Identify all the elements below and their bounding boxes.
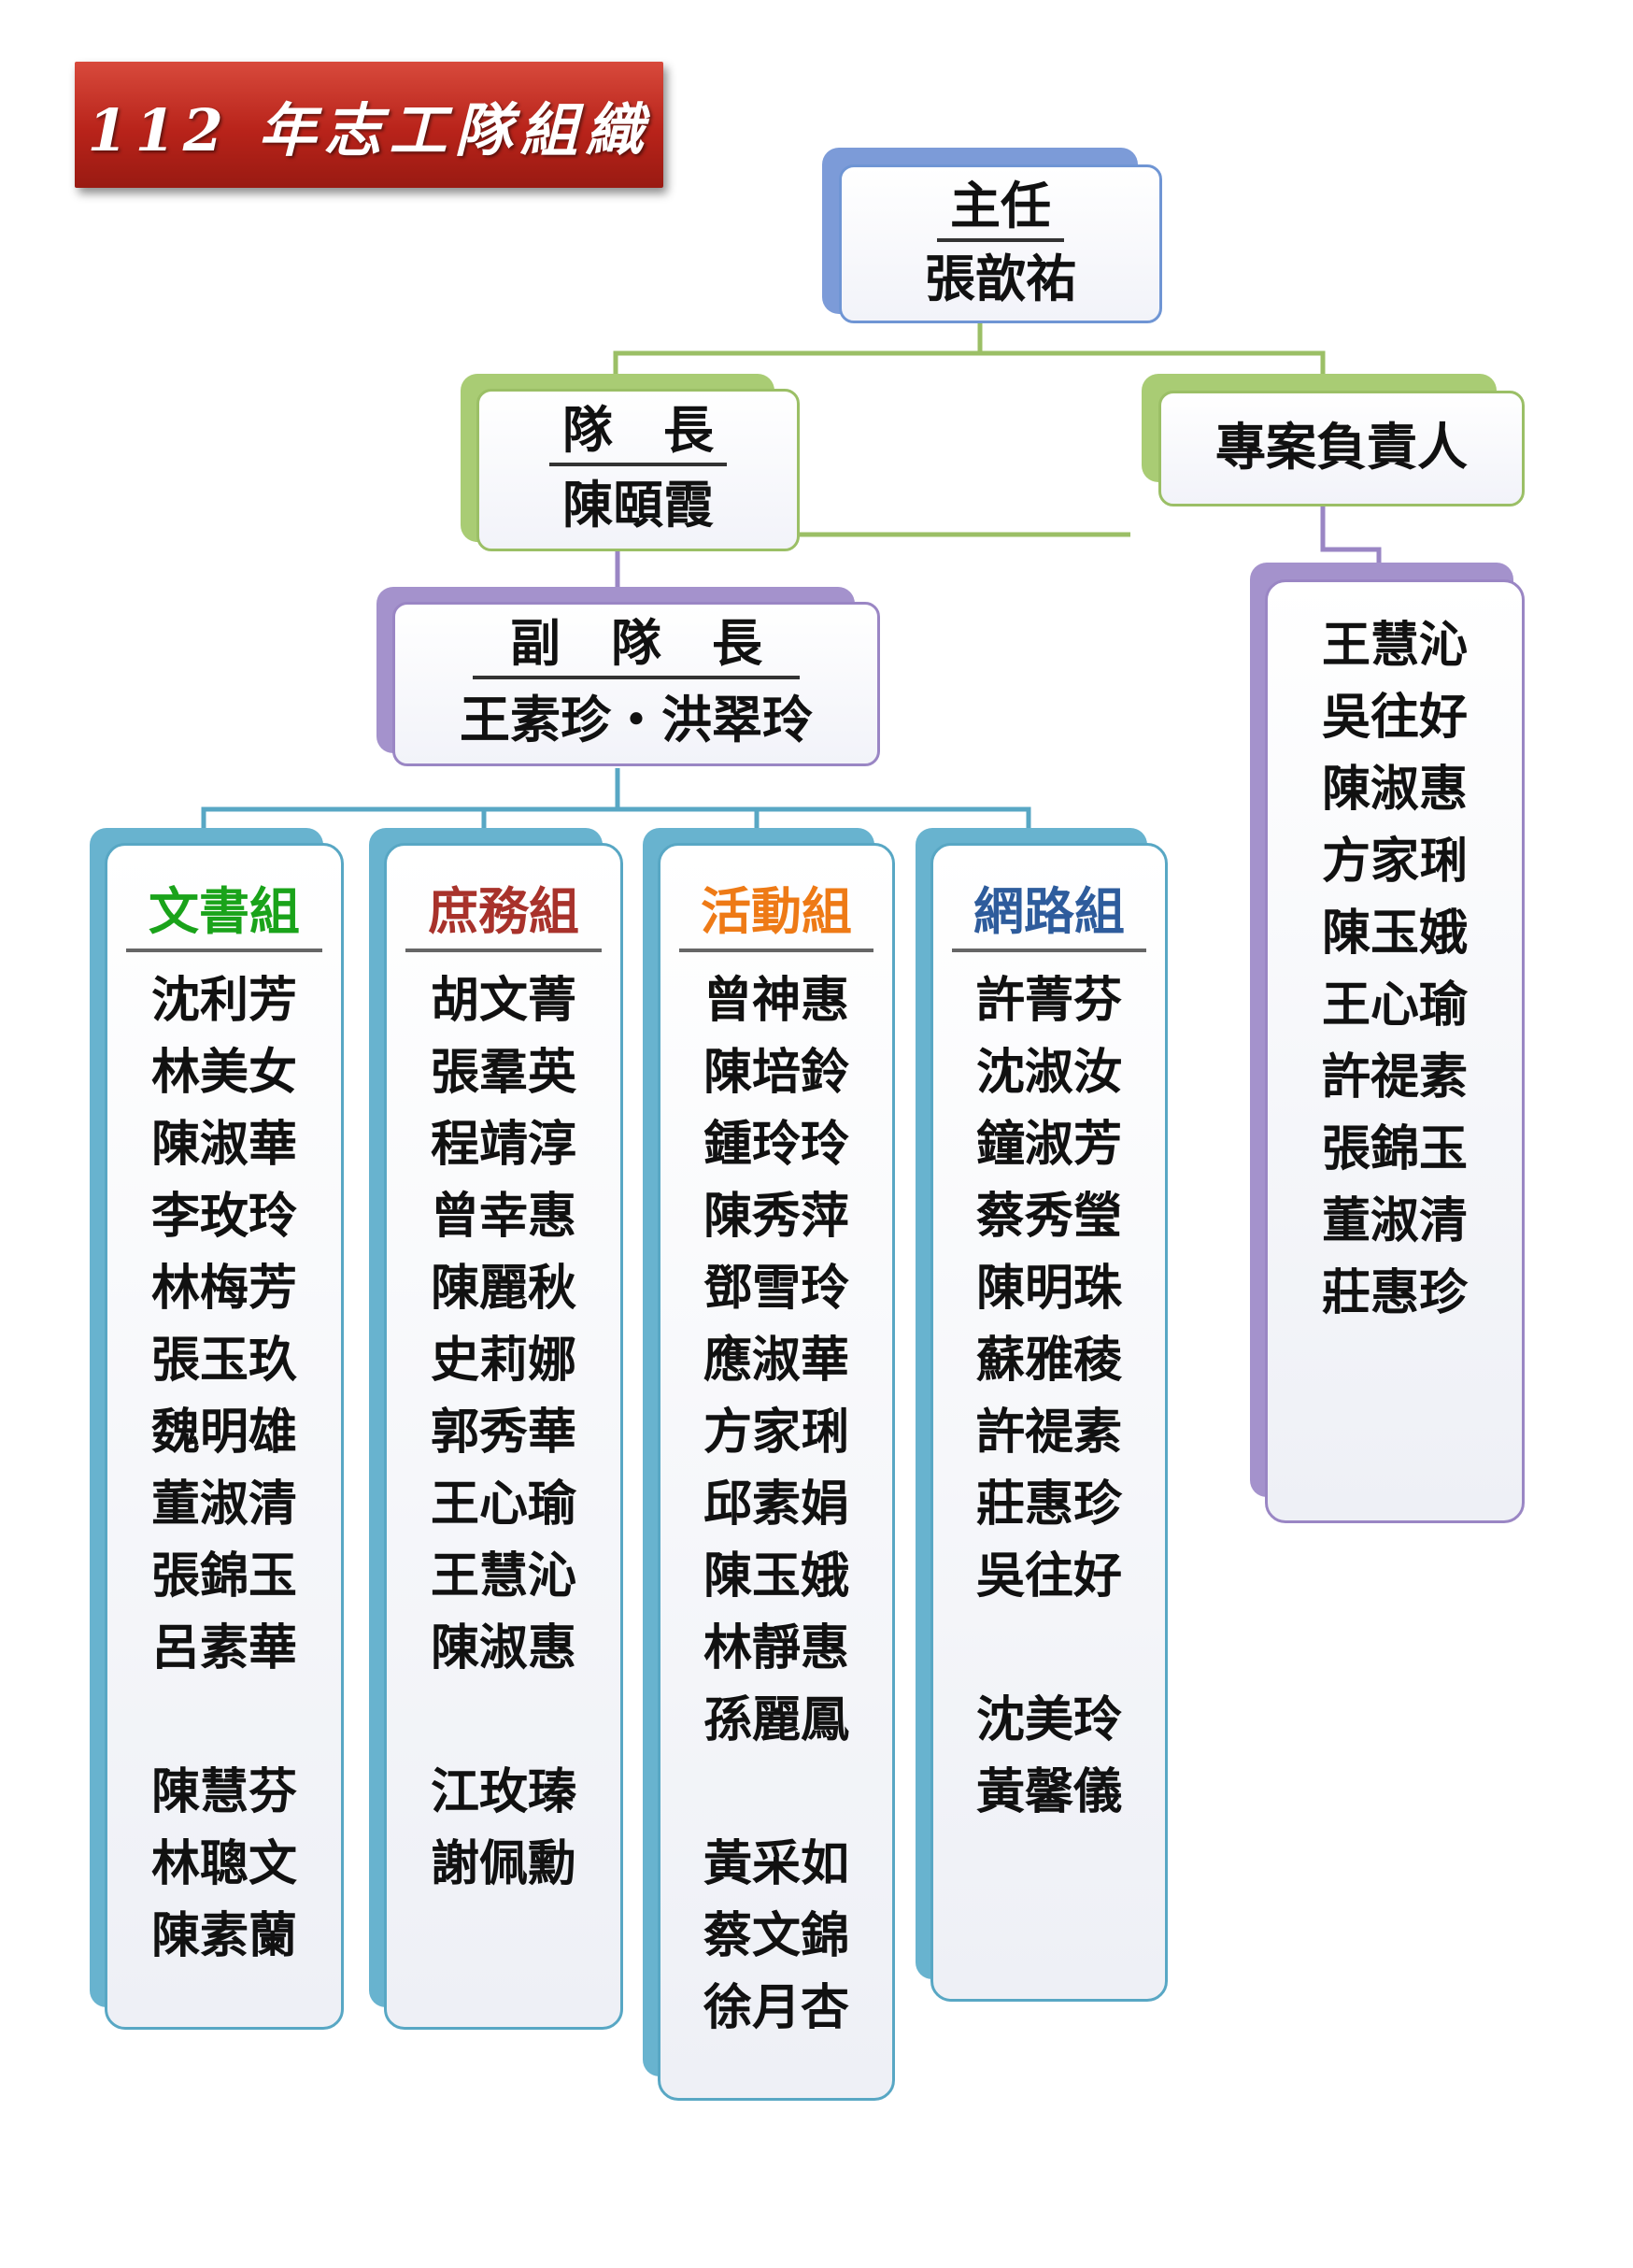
group-activity-rule [679, 949, 873, 952]
group-general-rule [405, 949, 602, 952]
list-item: 董淑清 [150, 1476, 297, 1533]
list-item [660, 1757, 892, 1829]
list-item: 許菁芬 [975, 973, 1122, 1029]
list-item: 張羣英 [430, 1045, 576, 1101]
group-general-list: 胡文菁 張羣英 程靖淳 曾幸惠 陳麗秋 史莉娜 郭秀華 王心瑜 王慧沁 陳淑惠 … [387, 965, 620, 1901]
list-item: 程靖淳 [430, 1117, 576, 1173]
list-item: 林美女 [150, 1045, 297, 1101]
list-item: 魏明雄 [150, 1405, 297, 1461]
group-general-box: 庶務組 胡文菁 張羣英 程靖淳 曾幸惠 陳麗秋 史莉娜 郭秀華 王心瑜 王慧沁 … [384, 843, 623, 2030]
director-box: 主任 張歆祐 [839, 164, 1162, 323]
list-item: 吳往好 [1321, 690, 1468, 746]
list-item: 曾幸惠 [430, 1189, 576, 1245]
list-item: 蘇雅稜 [975, 1333, 1122, 1389]
list-item: 林聰文 [150, 1836, 297, 1892]
list-item: 莊惠珍 [975, 1476, 1122, 1533]
list-item: 王慧沁 [1321, 618, 1468, 674]
list-item: 黃馨儀 [975, 1764, 1122, 1820]
project-members-box: 王慧沁 吳往好 陳淑惠 方家琍 陳玉娥 王心瑜 許禔素 張錦玉 董淑清 莊惠珍 [1265, 579, 1525, 1523]
group-docs-list: 沈利芳 林美女 陳淑華 李玫玲 林梅芳 張玉玖 魏明雄 董淑清 張錦玉 呂素華 … [107, 965, 341, 1973]
list-item: 沈利芳 [150, 973, 297, 1029]
list-item: 應淑華 [703, 1333, 849, 1389]
list-item: 許禔素 [1321, 1049, 1468, 1105]
list-item: 林靜惠 [703, 1620, 849, 1676]
list-item: 徐月杏 [703, 1980, 849, 2036]
vice-captain-box: 副 隊 長 王素珍・洪翠玲 [392, 602, 880, 766]
list-item: 李玫玲 [150, 1189, 297, 1245]
list-item: 陳明珠 [975, 1261, 1122, 1317]
list-item [387, 1685, 620, 1757]
list-item: 張錦玉 [150, 1548, 297, 1605]
list-item: 陳素蘭 [150, 1908, 297, 1964]
list-item: 陳淑惠 [430, 1620, 576, 1676]
group-docs-title: 文書組 [149, 882, 300, 941]
list-item: 鄧雪玲 [703, 1261, 849, 1317]
list-item: 史莉娜 [430, 1333, 576, 1389]
list-item: 曾神惠 [703, 973, 849, 1029]
list-item: 王心瑜 [430, 1476, 576, 1533]
group-docs-box: 文書組 沈利芳 林美女 陳淑華 李玫玲 林梅芳 張玉玖 魏明雄 董淑清 張錦玉 … [105, 843, 344, 2030]
group-docs-rule [126, 949, 322, 952]
connector-director-branch [613, 322, 983, 383]
connector-director-project [980, 350, 1326, 383]
list-item: 郭秀華 [430, 1405, 576, 1461]
list-item: 王心瑜 [1321, 977, 1468, 1034]
list-item: 方家琍 [1321, 834, 1468, 890]
list-item: 陳淑華 [150, 1117, 297, 1173]
connector-project-members [1320, 491, 1382, 572]
list-item: 陳玉娥 [703, 1548, 849, 1605]
list-item: 鍾玲玲 [703, 1117, 849, 1173]
captain-title: 隊 長 [549, 401, 727, 466]
list-item: 胡文菁 [430, 973, 576, 1029]
group-activity-title: 活動組 [701, 882, 852, 941]
list-item: 林梅芳 [150, 1261, 297, 1317]
connector-groups-bar [201, 806, 1031, 841]
list-item: 莊惠珍 [1321, 1265, 1468, 1321]
list-item: 沈美玲 [975, 1692, 1122, 1748]
list-item: 謝佩勳 [430, 1836, 576, 1892]
group-network-box: 網路組 許菁芬 沈淑汝 鐘淑芳 蔡秀瑩 陳明珠 蘇雅稜 許禔素 莊惠珍 吳往好 … [930, 843, 1168, 2002]
group-network-list: 許菁芬 沈淑汝 鐘淑芳 蔡秀瑩 陳明珠 蘇雅稜 許禔素 莊惠珍 吳往好 沈美玲 … [933, 965, 1165, 1829]
list-item: 江玫瑧 [430, 1764, 576, 1820]
list-item: 蔡文錦 [703, 1908, 849, 1964]
group-network-rule [952, 949, 1146, 952]
group-network-title: 網路組 [973, 882, 1125, 941]
captain-name: 陳頤霞 [562, 476, 714, 535]
list-item: 陳慧芬 [150, 1764, 297, 1820]
list-item: 陳玉娥 [1321, 906, 1468, 962]
project-members-list: 王慧沁 吳往好 陳淑惠 方家琍 陳玉娥 王心瑜 許禔素 張錦玉 董淑清 莊惠珍 [1268, 610, 1522, 1330]
list-item: 陳秀萍 [703, 1189, 849, 1245]
list-item: 蔡秀瑩 [975, 1189, 1122, 1245]
list-item: 黃采如 [703, 1836, 849, 1892]
group-general-title: 庶務組 [428, 882, 579, 941]
list-item: 沈淑汝 [975, 1045, 1122, 1101]
list-item: 陳淑惠 [1321, 762, 1468, 818]
list-item: 許禔素 [975, 1405, 1122, 1461]
project-lead-title: 專案負責人 [1215, 418, 1468, 477]
list-item [933, 1613, 1165, 1685]
list-item: 王慧沁 [430, 1548, 576, 1605]
list-item: 邱素娟 [703, 1476, 849, 1533]
list-item [107, 1685, 341, 1757]
director-name: 張歆祐 [925, 250, 1076, 308]
list-item: 陳培鈴 [703, 1045, 849, 1101]
director-title: 主任 [937, 177, 1064, 242]
page-title: 112 年志工隊組織 [75, 62, 663, 188]
vice-captain-name: 王素珍・洪翠玲 [460, 691, 813, 749]
list-item: 方家琍 [703, 1405, 849, 1461]
list-item: 陳麗秋 [430, 1261, 576, 1317]
list-item: 張玉玖 [150, 1333, 297, 1389]
list-item: 呂素華 [150, 1620, 297, 1676]
group-activity-list: 曾神惠 陳培鈴 鍾玲玲 陳秀萍 鄧雪玲 應淑華 方家琍 邱素娟 陳玉娥 林靜惠 … [660, 965, 892, 2045]
list-item: 張錦玉 [1321, 1121, 1468, 1177]
project-lead-box: 專案負責人 [1158, 391, 1525, 506]
list-item: 孫麗鳳 [703, 1692, 849, 1748]
captain-box: 隊 長 陳頤霞 [476, 389, 800, 551]
list-item: 董淑清 [1321, 1193, 1468, 1249]
list-item: 吳往好 [975, 1548, 1122, 1605]
vice-captain-title: 副 隊 長 [473, 614, 800, 679]
group-activity-box: 活動組 曾神惠 陳培鈴 鍾玲玲 陳秀萍 鄧雪玲 應淑華 方家琍 邱素娟 陳玉娥 … [658, 843, 895, 2101]
list-item: 鐘淑芳 [975, 1117, 1122, 1173]
